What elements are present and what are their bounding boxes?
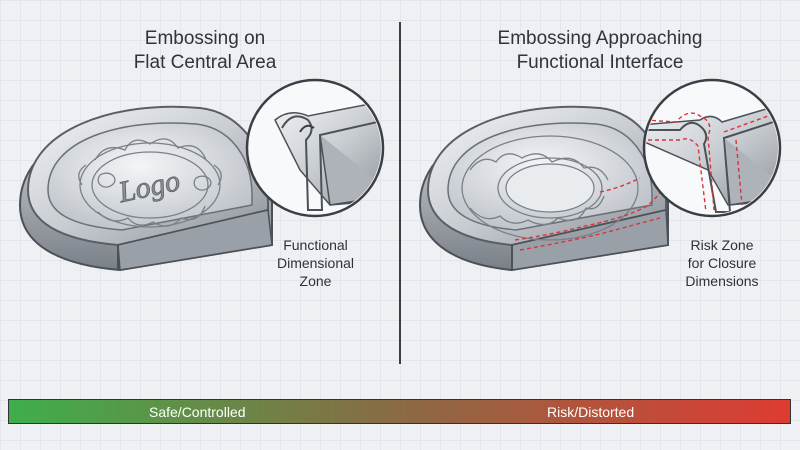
left-panel-title: Embossing on Flat Central Area (60, 27, 350, 75)
functional-zone-line2: Dimensional (276, 255, 355, 271)
safety-gradient-bar: Safe/Controlled Risk/Distorted (8, 399, 791, 424)
left-title-line2: Flat Central Area (133, 52, 277, 73)
right-title-line2: Functional Interface (516, 52, 684, 73)
right-emboss-ornament (461, 135, 639, 241)
functional-zone-line3: Zone (299, 273, 332, 289)
risk-zone-line3: Dimensions (685, 273, 759, 289)
risk-zone-line2: for Closure (687, 255, 757, 271)
risk-distorted-label: Risk/Distorted (547, 404, 635, 420)
functional-zone-label: Functional Dimensional Zone (258, 236, 373, 290)
left-title-line1: Embossing on (144, 28, 266, 49)
right-panel-title: Embossing Approaching Functional Interfa… (440, 27, 760, 75)
risk-zone-label: Risk Zone for Closure Dimensions (657, 236, 787, 290)
functional-zone-line1: Functional (283, 237, 348, 253)
panel-divider (399, 22, 401, 364)
left-zoom-callout (245, 78, 385, 218)
left-emboss-ornament (78, 138, 222, 228)
right-zoom-callout (642, 78, 782, 218)
safe-controlled-label: Safe/Controlled (149, 404, 246, 420)
right-title-line1: Embossing Approaching (497, 28, 703, 49)
risk-zone-line1: Risk Zone (690, 237, 754, 253)
right-risk-dashes (514, 177, 664, 251)
